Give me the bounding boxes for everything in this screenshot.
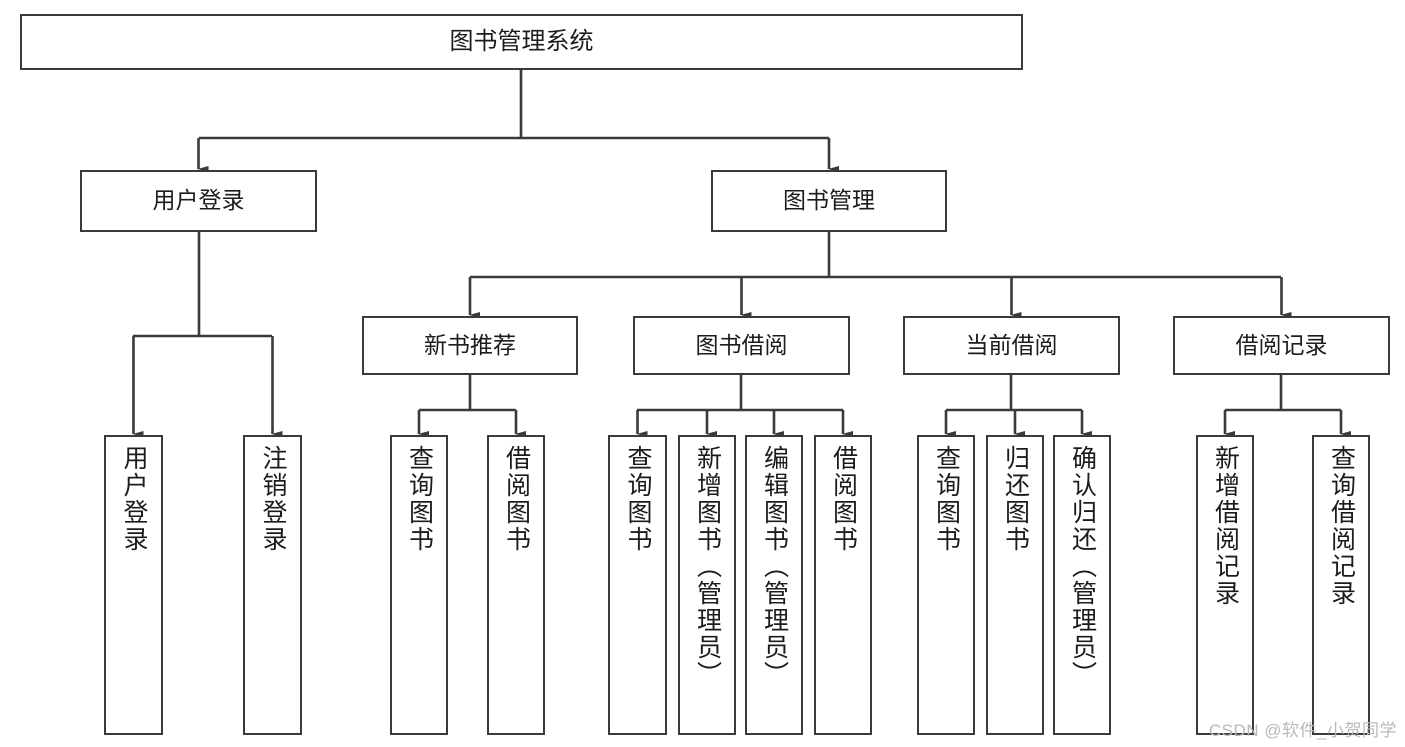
leaf-edit-book-label: 编辑图书（管理员） [760,445,789,688]
leaf-add-borrow-record-label: 新增借阅记录 [1211,445,1240,607]
leaf-return-book-label: 归还图书 [1001,445,1030,553]
leaf-query-book-3-label: 查询图书 [932,445,961,553]
leaf-query-book-1[interactable]: 查询图书 [390,435,448,735]
node-book-manage-label: 图书管理 [783,187,875,214]
node-current-borrow[interactable]: 当前借阅 [903,316,1120,375]
leaf-add-borrow-record[interactable]: 新增借阅记录 [1196,435,1254,735]
leaf-borrow-book-1[interactable]: 借阅图书 [487,435,545,735]
leaf-add-book[interactable]: 新增图书（管理员） [678,435,736,735]
node-root[interactable]: 图书管理系统 [20,14,1023,70]
leaf-borrow-book-2-label: 借阅图书 [829,445,858,553]
node-current-borrow-label: 当前借阅 [965,331,1058,358]
node-root-label: 图书管理系统 [449,27,594,55]
node-book-manage[interactable]: 图书管理 [711,170,947,232]
node-user-login[interactable]: 用户登录 [80,170,317,232]
node-borrow-record-label: 借阅记录 [1235,331,1328,358]
leaf-query-borrow-record[interactable]: 查询借阅记录 [1312,435,1370,735]
leaf-query-borrow-record-label: 查询借阅记录 [1327,445,1356,607]
node-new-book-recommend[interactable]: 新书推荐 [362,316,578,375]
leaf-query-book-2[interactable]: 查询图书 [608,435,667,735]
leaf-user-login-label: 用户登录 [120,445,148,553]
leaf-edit-book[interactable]: 编辑图书（管理员） [745,435,803,735]
leaf-query-book-1-label: 查询图书 [405,445,434,553]
csdn-watermark: CSDN @软件_小贺同学 [1208,721,1397,740]
leaf-user-logout[interactable]: 注销登录 [243,435,302,735]
leaf-user-logout-label: 注销登录 [259,445,287,553]
leaf-query-book-3[interactable]: 查询图书 [917,435,975,735]
node-book-borrow-label: 图书借阅 [695,331,788,358]
node-new-book-recommend-label: 新书推荐 [424,331,516,358]
node-book-borrow[interactable]: 图书借阅 [633,316,850,375]
node-user-login-label: 用户登录 [152,187,245,214]
leaf-add-book-label: 新增图书（管理员） [693,445,722,688]
leaf-user-login[interactable]: 用户登录 [104,435,163,735]
leaf-return-book[interactable]: 归还图书 [986,435,1044,735]
leaf-borrow-book-1-label: 借阅图书 [502,445,531,553]
node-borrow-record[interactable]: 借阅记录 [1173,316,1390,375]
leaf-confirm-return[interactable]: 确认归还（管理员） [1053,435,1111,735]
leaf-query-book-2-label: 查询图书 [624,445,652,553]
leaf-confirm-return-label: 确认归还（管理员） [1068,445,1097,688]
leaf-borrow-book-2[interactable]: 借阅图书 [814,435,872,735]
